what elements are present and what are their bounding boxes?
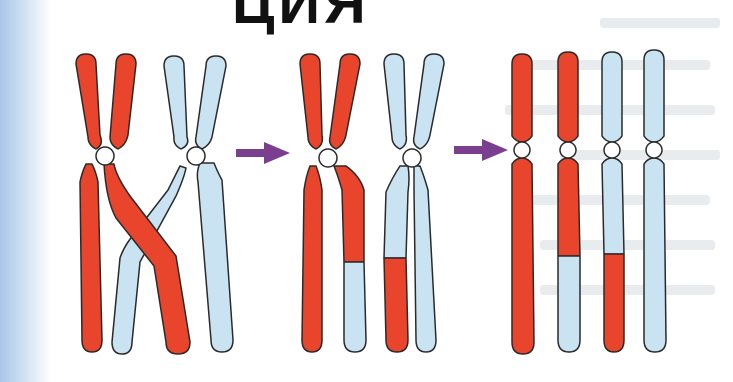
chromatid-3-blue-with-red-tip: [602, 52, 624, 352]
chromatid-4-centromere: [646, 142, 662, 158]
chromatid-2-centromere: [560, 142, 576, 158]
chromatid-1-centromere: [514, 142, 530, 158]
maternal-centromere-stage2: [319, 149, 337, 167]
chromatid-1-red: [512, 54, 534, 354]
paternal-centromere-stage2: [403, 149, 421, 167]
chromatid-3-centromere: [604, 142, 620, 158]
chromatid-4-blue: [644, 50, 666, 352]
maternal-chromatid-2-lower-blue-segment: [344, 262, 366, 352]
maternal-centromere: [96, 147, 114, 165]
paternal-chromatid-1-lower-red-segment: [384, 258, 408, 352]
chromatid-2-red-with-blue-tip: [558, 52, 580, 352]
slide-title-fragment: ЦИЯ: [232, 0, 370, 37]
paternal-centromere: [187, 147, 205, 165]
maternal-chromatid-left-lower: [80, 164, 102, 352]
maternal-chromatid-1-lower: [302, 166, 322, 352]
